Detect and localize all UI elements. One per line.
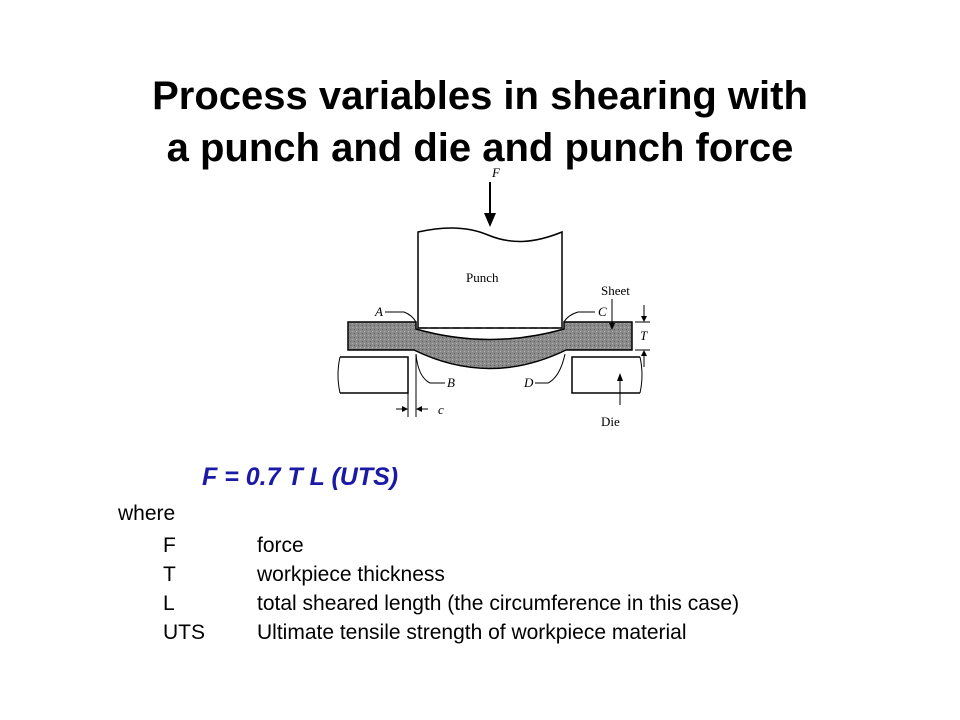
punch-force-formula: F = 0.7 T L (UTS) bbox=[202, 463, 399, 491]
definition-row: T workpiece thickness bbox=[163, 560, 739, 589]
thickness-label: T bbox=[640, 328, 648, 343]
punch-label: Punch bbox=[466, 270, 499, 285]
sheet-leader-arrow bbox=[609, 323, 615, 330]
clearance-label: c bbox=[438, 402, 444, 417]
slide-title-line-1: Process variables in shearing with bbox=[152, 74, 808, 118]
die-right bbox=[571, 356, 643, 394]
definition-meaning: total sheared length (the circumference … bbox=[257, 591, 740, 615]
definition-row: F force bbox=[163, 531, 739, 560]
definition-symbol: L bbox=[163, 591, 175, 615]
punch-die-diagram: F Punch Sheet A C B D bbox=[330, 165, 650, 435]
point-c-label: C bbox=[598, 304, 607, 319]
definition-row: L total sheared length (the circumferenc… bbox=[163, 589, 739, 618]
die-leader-arrow bbox=[617, 373, 623, 381]
definition-meaning: Ultimate tensile strength of workpiece m… bbox=[257, 620, 687, 644]
point-d-leader bbox=[535, 353, 566, 384]
punch bbox=[417, 227, 563, 329]
point-a-label: A bbox=[374, 304, 383, 319]
point-b-leader bbox=[415, 353, 445, 384]
point-b-label: B bbox=[447, 375, 455, 390]
slide-title: Process variables in shearing with a pun… bbox=[0, 70, 960, 174]
definition-symbol: UTS bbox=[163, 620, 205, 644]
definition-row: UTS Ultimate tensile strength of workpie… bbox=[163, 618, 739, 647]
definition-meaning: force bbox=[257, 533, 304, 557]
variable-definitions: F force T workpiece thickness L total sh… bbox=[163, 531, 739, 647]
definition-meaning: workpiece thickness bbox=[257, 562, 445, 586]
definition-symbol: T bbox=[163, 562, 176, 586]
die-label: Die bbox=[601, 414, 620, 429]
force-arrow bbox=[484, 182, 496, 227]
slide-title-line-2: a punch and die and punch force bbox=[166, 126, 794, 170]
point-a-leader bbox=[385, 311, 417, 323]
definition-symbol: F bbox=[163, 533, 176, 557]
force-label: F bbox=[491, 165, 501, 180]
point-d-label: D bbox=[523, 375, 534, 390]
sheet bbox=[347, 321, 633, 370]
clearance-dimension bbox=[396, 355, 428, 417]
sheet-label: Sheet bbox=[601, 283, 630, 298]
punch-die-svg: F Punch Sheet A C B D bbox=[337, 165, 650, 429]
where-label: where bbox=[118, 502, 176, 525]
point-c-leader bbox=[563, 311, 595, 323]
die-left bbox=[337, 356, 409, 394]
thickness-dimension bbox=[635, 305, 650, 367]
